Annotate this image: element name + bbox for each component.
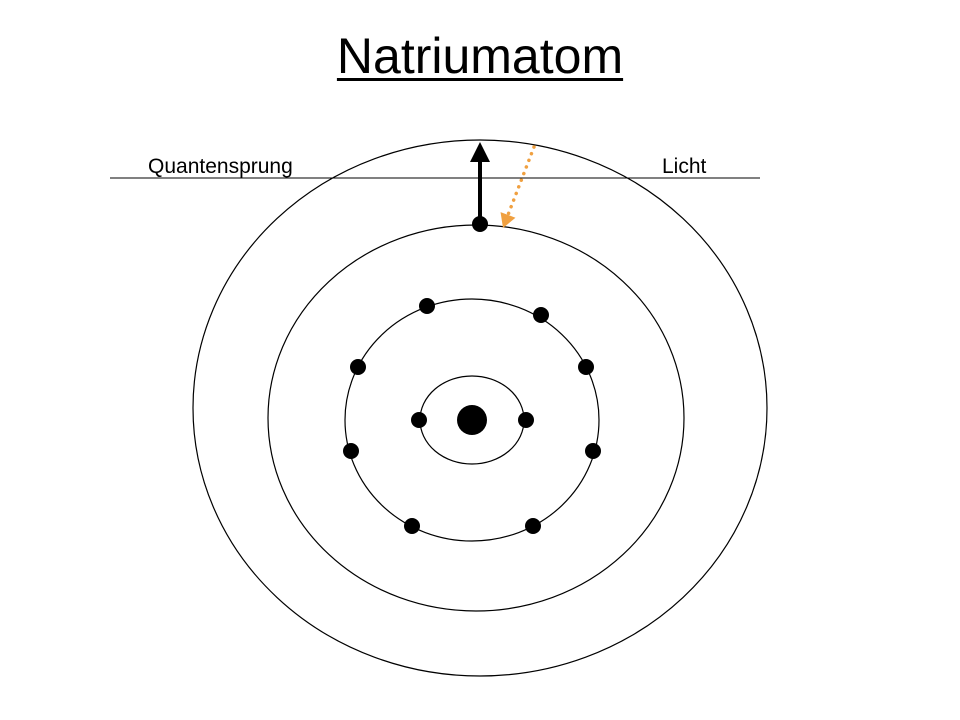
quantum-jump-arrow-head — [470, 142, 490, 162]
page-title: Natriumatom — [0, 26, 960, 86]
shell-4 — [192, 139, 768, 677]
electron-shell-2 — [578, 359, 594, 375]
electron-shell-1 — [411, 412, 427, 428]
electron-shell-2 — [350, 359, 366, 375]
transition-arrows — [470, 142, 536, 228]
light-arrow-shaft — [506, 145, 536, 217]
nucleus-core — [457, 405, 487, 435]
shell-2 — [344, 298, 600, 542]
nucleus — [457, 405, 487, 435]
electron-shell-2 — [585, 443, 601, 459]
electrons — [343, 216, 601, 534]
electron-shell-2 — [533, 307, 549, 323]
electron-shell-1 — [518, 412, 534, 428]
electron-shell-2 — [525, 518, 541, 534]
label-quantum-jump: Quantensprung — [148, 155, 293, 178]
title-text: Natriumatom — [336, 28, 624, 84]
electron-shell-2 — [419, 298, 435, 314]
light-arrow-head — [500, 212, 516, 228]
label-light: Licht — [662, 155, 707, 178]
electron-shell-2 — [343, 443, 359, 459]
electron-shell-2 — [404, 518, 420, 534]
